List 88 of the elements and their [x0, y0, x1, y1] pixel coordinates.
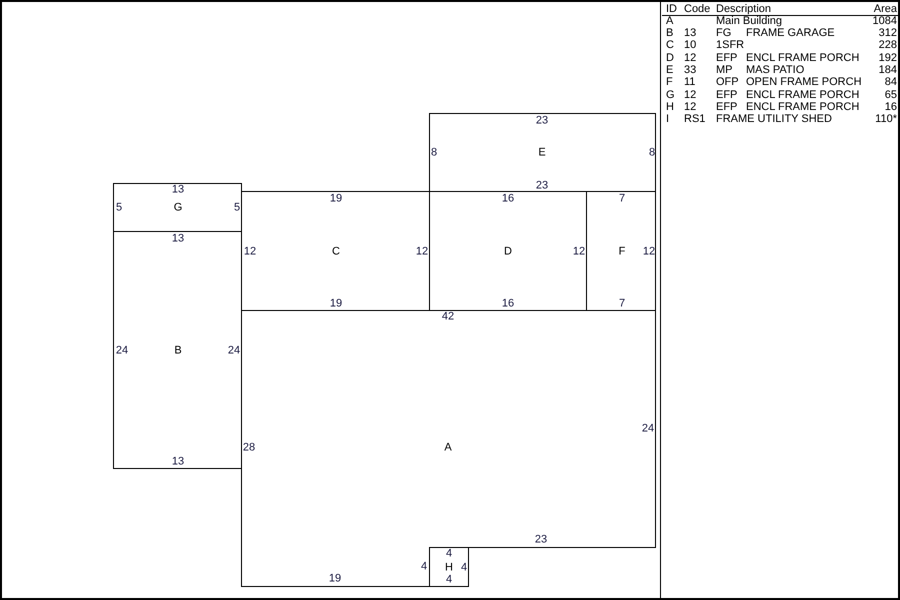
table-cell-text: Main Building	[716, 14, 782, 28]
table-header: ID	[666, 2, 677, 16]
dimension-label: 23	[536, 114, 548, 128]
area-letter: H	[445, 562, 453, 574]
table-cell: 84	[884, 75, 897, 89]
table-cell: 192	[878, 51, 897, 65]
table-cell: OPEN FRAME PORCH	[746, 75, 862, 89]
dimension-label: 23	[534, 534, 548, 546]
table-cell: ENCL FRAME PORCH	[746, 88, 860, 102]
dimension-label: 19	[328, 572, 342, 586]
dimension-label: 4	[446, 574, 452, 586]
room-area	[429, 547, 469, 587]
table-cell: 12	[684, 51, 696, 65]
dimension-label: 8	[430, 146, 438, 160]
area-letter: E	[538, 146, 546, 160]
dimension-label: 16	[502, 192, 514, 206]
table-cell: 65	[884, 88, 897, 102]
room-area	[113, 183, 242, 232]
table-cell: FRAME UTILITY SHED	[716, 112, 832, 126]
table-cell: D	[666, 51, 674, 65]
table-cell: OFP	[716, 75, 739, 89]
table-cell: ENCL FRAME PORCH	[746, 51, 860, 65]
table-cell: 228	[878, 38, 897, 52]
dimension-label: 13	[172, 184, 184, 196]
dimension-label: 19	[330, 298, 342, 310]
table-cell: EFP	[716, 51, 738, 65]
dimension-label: 16	[502, 298, 514, 310]
area-letter: G	[174, 202, 182, 214]
dimension-label: 24	[228, 344, 240, 358]
dimension-label: 23	[536, 180, 548, 192]
table-cell: MAS PATIO	[746, 63, 804, 77]
table-cell: 13	[684, 26, 696, 40]
table-cell: 10	[684, 38, 696, 52]
area-letter: B	[174, 344, 182, 358]
area-letter: C	[332, 246, 340, 258]
table-cell: MP	[716, 63, 732, 77]
table-cell: 184	[878, 63, 897, 77]
dimension-label: 12	[642, 246, 656, 258]
table-cell: H	[666, 100, 674, 114]
table-cell: C	[666, 38, 674, 52]
dimension-label: 13	[172, 232, 184, 246]
dimension-label: 42	[442, 310, 454, 324]
table-cell: E	[666, 63, 674, 77]
area-letter: F	[618, 246, 626, 258]
area-letter: A	[444, 442, 452, 454]
table-header: Area	[874, 2, 897, 16]
table-cell: EFP	[716, 88, 738, 102]
table-cell: 12	[684, 88, 696, 102]
table-cell: 110*	[875, 112, 897, 126]
table-cell: 312	[878, 26, 897, 40]
table-cell: 12	[684, 100, 696, 114]
dimension-label: 12	[572, 246, 586, 258]
floor-area	[241, 310, 656, 587]
table-cell: EFP	[716, 100, 738, 114]
table-header: Code	[684, 2, 710, 16]
dimension-label: 7	[618, 192, 626, 206]
dimension-label: 8	[648, 146, 656, 160]
room-area	[113, 231, 242, 469]
table-cell: 1SFR	[716, 38, 744, 52]
table-cell: ENCL FRAME PORCH	[746, 100, 860, 114]
dimension-label: 24	[116, 344, 128, 358]
dimension-label: 13	[172, 456, 184, 468]
dimension-label: 24	[642, 422, 654, 436]
table-cell: 33	[684, 63, 696, 77]
table-header: Description	[716, 2, 772, 16]
table-cell: 11	[684, 75, 696, 89]
dimension-label: 4	[420, 560, 428, 574]
table-cell: 1084	[872, 14, 897, 28]
table-cell: RS1	[684, 112, 706, 126]
table-cell-text: FRAME GARAGE	[746, 26, 835, 40]
dimension-label: 19	[330, 192, 342, 206]
room-area	[429, 113, 656, 192]
dimension-label: 7	[618, 298, 626, 310]
dimension-label: 12	[244, 246, 256, 258]
dimension-label: 4	[446, 548, 452, 560]
table-cell: F	[666, 75, 673, 89]
table-cell: I	[666, 112, 670, 126]
dimension-label: 4	[460, 562, 468, 574]
dimension-label: 12	[416, 246, 428, 258]
dimension-label: 28	[242, 442, 256, 454]
table-cell: G	[666, 88, 675, 102]
table-cell: A	[666, 14, 674, 28]
area-letter: D	[504, 246, 512, 258]
dimension-label: 5	[234, 202, 240, 214]
table-cell: B	[666, 26, 674, 40]
table-cell: 16	[884, 100, 897, 114]
table-cell: FG	[716, 26, 732, 40]
dimension-label: 5	[116, 202, 122, 214]
